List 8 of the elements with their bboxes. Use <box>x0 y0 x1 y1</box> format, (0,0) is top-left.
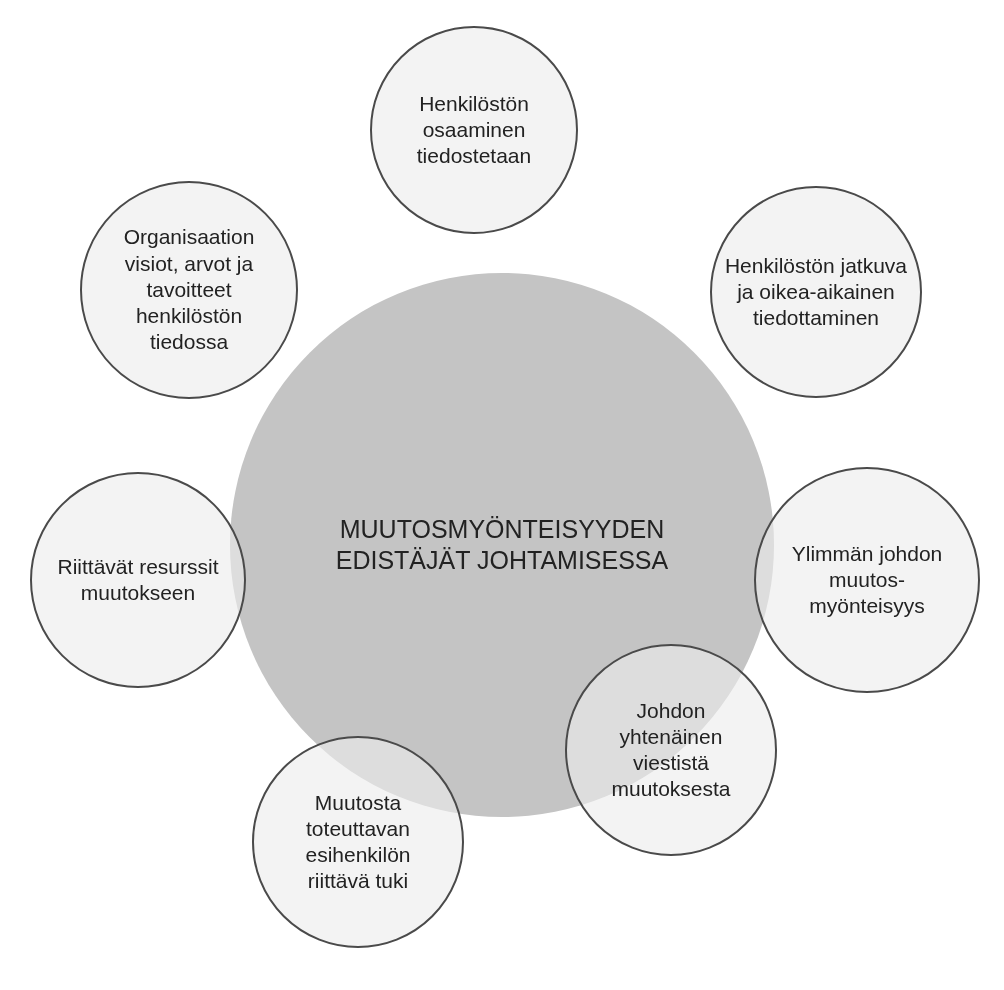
topic-label: Henkilöstön osaaminen tiedostetaan <box>415 90 533 170</box>
topic-label: Henkilöstön jatkuva ja oikea-aikainen tiedottaminen <box>723 252 909 332</box>
topic-label: Muutosta toteuttavan esihenkilön riittävä tuki <box>304 789 412 895</box>
topic-label: Riittävät resurssit muutokseen <box>56 553 220 606</box>
central-title: MUUTOSMYÖNTEISYYDEN EDISTÄJÄT JOHTAMISESSA <box>334 513 670 576</box>
topic-label: Ylimmän johdon muutos-myönteisyys <box>790 540 944 620</box>
topic-label: Johdon yhtenäinen viestistä muutoksesta <box>610 697 732 803</box>
topic-label: Organisaation visiot, arvot ja tavoitteet henkilöstön tiedossa <box>122 224 256 356</box>
